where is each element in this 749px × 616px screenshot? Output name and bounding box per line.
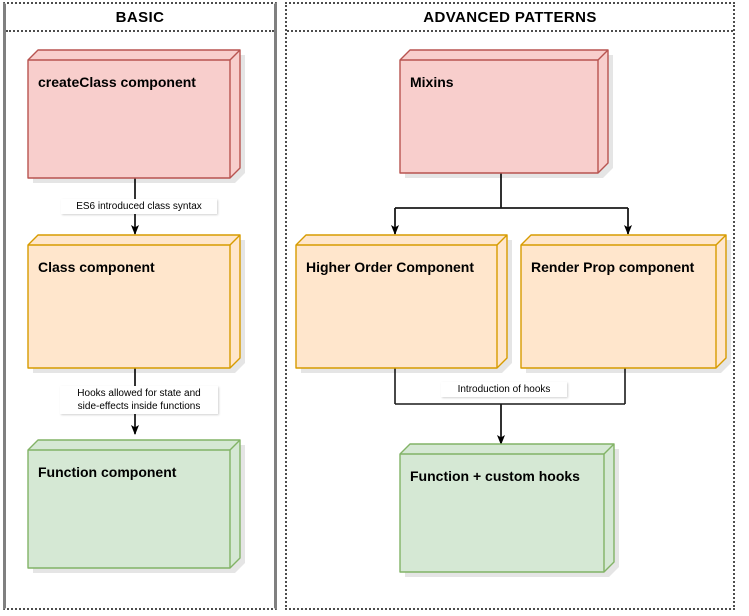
panel-advanced-header: ADVANCED PATTERNS	[287, 4, 733, 32]
node-render-prop-component[interactable]: Render Prop component	[517, 231, 735, 376]
panel-basic-title: BASIC	[115, 8, 165, 26]
node-class-component[interactable]: Class component	[24, 231, 248, 376]
edge-label-hooks-allowed: Hooks allowed for state and side-effects…	[60, 386, 218, 414]
node-function-component[interactable]: Function component	[24, 436, 248, 576]
node-create-class-component[interactable]: createClass component	[24, 46, 248, 186]
panel-basic-header: BASIC	[6, 4, 274, 32]
node-higher-order-component[interactable]: Higher Order Component	[292, 231, 517, 376]
node-function-custom-hooks[interactable]: Function + custom hooks	[396, 440, 624, 580]
edge-label-introduction-of-hooks: Introduction of hooks	[441, 382, 567, 397]
node-mixins[interactable]: Mixins	[396, 46, 618, 181]
panel-advanced-title: ADVANCED PATTERNS	[423, 8, 597, 26]
edge-label-es6-class-syntax: ES6 introduced class syntax	[61, 199, 217, 214]
